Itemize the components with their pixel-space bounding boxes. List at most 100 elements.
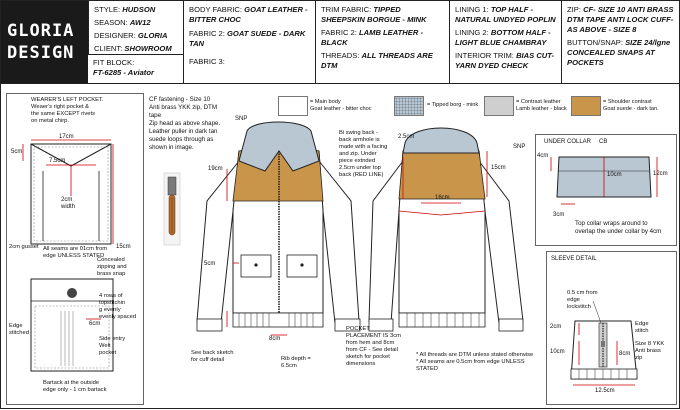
dim-back-15cm: 15cm [491, 165, 506, 171]
interior-trim-label: INTERIOR TRIM: [455, 51, 514, 60]
trim-fabric-value: TIPPED SHEEPSKIN BORGUE - MINK [321, 5, 427, 24]
fabric2-label: FABRIC 2: [189, 29, 225, 38]
client-value: SHOWROOM [124, 44, 172, 53]
legend-main-body: = Main body Goat leather - bitter choc [310, 99, 372, 112]
edge-stitch-note: Edge stitch [635, 321, 649, 334]
swatch-shoulder-contrast [571, 96, 601, 116]
left-pocket-note: WEARER'S LEFT POCKET. Weaer's right pock… [31, 97, 104, 124]
concealed-snap-note: Concealed zipping and brass snap [97, 257, 127, 277]
dim-pocket-7-5cm: 7.5cm [49, 158, 66, 164]
front-snp-label: SNP [235, 116, 248, 122]
lining1-label: LINING 1: [455, 5, 489, 14]
lining1-value: TOP HALF - NATURAL UNDYED POPLIN [455, 5, 556, 24]
topstitch-note: 4 rows of topstitchin g evenly evenly sp… [99, 293, 137, 320]
dim-pocket-6cm: 6cm [89, 321, 101, 327]
pocket-placement-note: POCKET PLACEMENT IS 3cm from hem and 8cm… [346, 326, 401, 367]
cb-label: CB [599, 139, 608, 145]
dim-pocket-15cm: 15cm [116, 244, 131, 250]
fit-block-value: FT-6285 - Aviator [93, 68, 154, 77]
designer-value: GLORIA [137, 31, 168, 40]
dim-pocket-17cm: 17cm [59, 134, 74, 140]
legend-shoulder-contrast: = Shoulder contrast Goat suede - dark ta… [603, 99, 659, 112]
under-collar-panel [535, 134, 677, 246]
bartack-note: Bartack at the outside edge only - 1 cm … [43, 380, 107, 393]
dim-sleeve-8cm: 8cm [619, 351, 631, 357]
swatch-tipped-borg [394, 96, 424, 116]
dim-pocket-2cm: 2cm width [61, 197, 76, 210]
gusset-note: 2cm gusset [9, 244, 39, 250]
lining2-value: BOTTOM HALF - LIGHT BLUE CHAMBRAY [455, 28, 551, 47]
lining-info: LINING 1: TOP HALF - NATURAL UNDYED POPL… [449, 1, 561, 83]
brand-line-2: DESIGN [7, 43, 75, 63]
dim-collar-12cm: 12cm [653, 171, 668, 177]
dim-back-2-5cm: 2.5cm [398, 134, 415, 140]
cf-fastening-note: CF fastening - Size 10 Anti brass YKK zi… [149, 96, 221, 151]
threads-label: THREADS: [321, 51, 360, 60]
dim-back-16cm: 16cm [435, 195, 450, 201]
dim-sleeve-12-5cm: 12.5cm [595, 388, 615, 394]
button-snap-value: SIZE 24/lgne CONCEALED SNAPS AT POCKETS [567, 38, 671, 67]
edge-stitched-note: Edge stitched [9, 323, 29, 336]
side-entry-note: Side entry Welt pocket [99, 336, 126, 356]
style-label: STYLE: [94, 5, 121, 14]
dim-collar-10cm: 10cm [607, 172, 622, 178]
fit-block: FIT BLOCK: FT-6285 - Aviator [88, 54, 183, 83]
body-fabric-value: GOAT LEATHER - BITTER CHOC [189, 5, 308, 24]
style-value: HUDSON [122, 5, 156, 14]
dim-front-5cm: 5cm [204, 261, 216, 267]
dim-pocket-5cm: 5cm [11, 149, 23, 155]
threads-value: ALL THREADS ARE DTM [321, 51, 433, 70]
season-label: SEASON: [94, 18, 128, 27]
legend-contrast-leather: = Contrast leather Lamb leather - black [516, 99, 567, 112]
trim-fabric2-value: LAMB LEATHER - BLACK [321, 28, 423, 47]
style-info: STYLE: HUDSON SEASON: AW12 DESIGNER: GLO… [88, 1, 183, 54]
trim-info: TRIM FABRIC: TIPPED SHEEPSKIN BORGUE - M… [315, 1, 449, 83]
fabric3-label: FABRIC 3: [189, 57, 225, 66]
pocket-detail-panel [6, 93, 144, 405]
swatch-main-body [278, 96, 308, 116]
fabric-info: BODY FABRIC: GOAT LEATHER - BITTER CHOC … [183, 1, 315, 83]
body-fabric-label: BODY FABRIC: [189, 5, 243, 14]
dim-front-8cm: 8cm [269, 336, 281, 342]
dim-collar-3cm: 3cm [553, 212, 565, 218]
zip-lockstitch-note: 0.5 cm from edge lockstitch [567, 290, 598, 310]
fabric2-value: GOAT SUEDE - DARK TAN [189, 29, 306, 48]
dim-sleeve-10cm: 10cm [550, 349, 565, 355]
back-snp-label: SNP [513, 144, 526, 150]
cuff-detail-note: See back sketch for cuff detail [191, 350, 234, 363]
swatch-contrast-leather [484, 96, 514, 116]
button-snap-label: BUTTON/SNAP: [567, 38, 623, 47]
season-value: AW12 [129, 18, 151, 27]
threads-seams-note: * All threads are DTM unless stated othe… [416, 352, 534, 372]
sleeve-detail-title: SLEEVE DETAIL [551, 256, 597, 262]
fit-block-label: FIT BLOCK: [93, 58, 135, 67]
zip-value: CF- SIZE 10 ANTI BRASS DTM TAPE ANTI LOC… [567, 5, 674, 34]
under-collar-title: UNDER COLLAR [544, 139, 592, 145]
size8-zip-note: Size 8 YKK Anti brass zip [635, 341, 665, 361]
collar-wrap-note: Top collar wraps around to overlap the u… [575, 220, 662, 235]
rib-depth-note: Rib depth = 6.5cm [281, 356, 311, 369]
trim-fabric-label: TRIM FABRIC: [321, 5, 372, 14]
client-label: CLIENT: [94, 44, 123, 53]
legend-tipped-borg: = Tipped borg - mink [427, 102, 479, 108]
designer-label: DESIGNER: [94, 31, 136, 40]
spec-header: GLORIA DESIGN STYLE: HUDSON SEASON: AW12… [1, 1, 680, 84]
dim-collar-4cm: 4cm [537, 153, 549, 159]
brand-line-1: GLORIA [7, 21, 75, 41]
hardware-info: ZIP: CF- SIZE 10 ANTI BRASS DTM TAPE ANT… [561, 1, 680, 83]
sleeve-detail-panel [546, 251, 677, 405]
zip-label: ZIP: [567, 5, 581, 14]
dim-front-19cm: 19cm [208, 166, 223, 172]
dim-sleeve-2cm: 2cm [550, 324, 562, 330]
lining2-label: LINING 2: [455, 28, 489, 37]
brand-logo: GLORIA DESIGN [1, 1, 88, 83]
swing-back-note: Bi swing back - back armhole is made wit… [339, 130, 388, 178]
trim-fabric2-label: FABRIC 2: [321, 28, 357, 37]
